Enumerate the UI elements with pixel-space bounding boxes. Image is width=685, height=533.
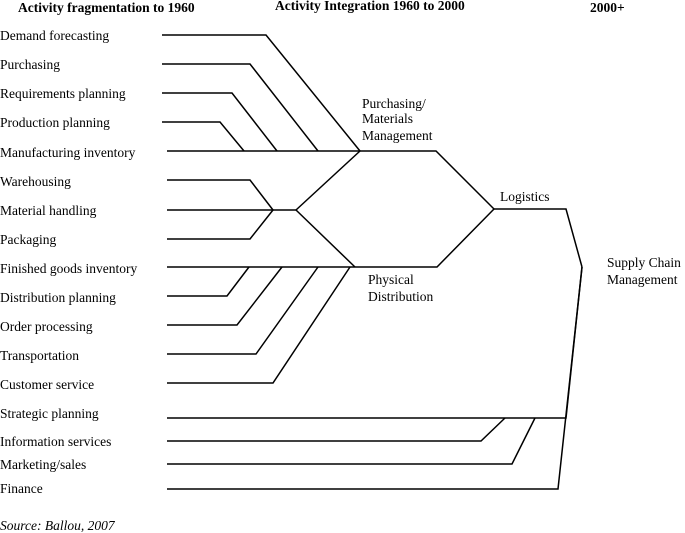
- activity-requirements-planning: Requirements planning: [0, 86, 126, 101]
- header-activity-integration: Activity Integration 1960 to 2000: [275, 0, 465, 13]
- activity-finished-goods-inventory: Finished goods inventory: [0, 261, 137, 276]
- connector-demand-forecasting: [162, 34, 361, 152]
- header-2000-plus: 2000+: [590, 0, 625, 15]
- distribution-connectors: [167, 266, 355, 384]
- connector-information-services: [167, 417, 506, 442]
- label-purchasing-line3: Management: [362, 128, 433, 143]
- connector-order-processing: [167, 266, 283, 326]
- label-purchasing-line1: Purchasing/: [362, 96, 426, 111]
- connector-purchasing: [162, 63, 319, 152]
- integration-connectors: [355, 150, 583, 268]
- activity-finance: Finance: [0, 481, 43, 496]
- label-physical-line2: Distribution: [368, 289, 434, 304]
- label-scm-line1: Supply Chain: [607, 255, 681, 270]
- activity-purchasing: Purchasing: [0, 57, 60, 72]
- activity-demand-forecasting: Demand forecasting: [0, 28, 109, 43]
- activity-warehousing: Warehousing: [0, 174, 71, 189]
- activity-manufacturing-inventory: Manufacturing inventory: [0, 145, 136, 160]
- label-logistics: Logistics: [500, 189, 550, 204]
- activity-material-handling: Material handling: [0, 203, 97, 218]
- label-scm-line2: Management: [607, 272, 678, 287]
- connector-materials-to-logistics: [360, 150, 495, 210]
- label-purchasing-line2: Materials: [362, 111, 413, 126]
- connector-handling-to-physical: [295, 209, 356, 268]
- connector-handling-to-materials: [295, 150, 361, 211]
- activity-strategic-planning: Strategic planning: [0, 406, 99, 421]
- connector-logistics-to-scm: [494, 208, 583, 268]
- connector-requirements-planning: [162, 92, 278, 152]
- connector-physical-to-logistics: [355, 208, 495, 268]
- materials-connectors: [162, 34, 361, 152]
- connector-distribution-planning: [167, 266, 250, 297]
- activity-production-planning: Production planning: [0, 115, 110, 130]
- activity-marketing-sales: Marketing/sales: [0, 457, 86, 472]
- label-physical-line1: Physical: [368, 272, 414, 287]
- connector-warehousing: [167, 179, 274, 211]
- connector-transportation: [167, 266, 319, 355]
- connector-production-planning: [162, 121, 245, 152]
- business-connectors: [167, 266, 583, 490]
- activity-transportation: Transportation: [0, 348, 79, 363]
- handling-connectors: [167, 150, 361, 268]
- activity-order-processing: Order processing: [0, 319, 93, 334]
- source-caption: Source: Ballou, 2007: [0, 518, 116, 533]
- activity-distribution-planning: Distribution planning: [0, 290, 116, 305]
- connector-finance: [167, 266, 583, 490]
- connector-packaging: [167, 209, 274, 240]
- header-activity-fragmentation: Activity fragmentation to 1960: [18, 0, 195, 15]
- activity-information-services: Information services: [0, 434, 111, 449]
- connector-customer-service: [167, 266, 351, 384]
- connector-marketing-sales: [167, 417, 536, 465]
- activity-customer-service: Customer service: [0, 377, 94, 392]
- activity-packaging: Packaging: [0, 232, 56, 247]
